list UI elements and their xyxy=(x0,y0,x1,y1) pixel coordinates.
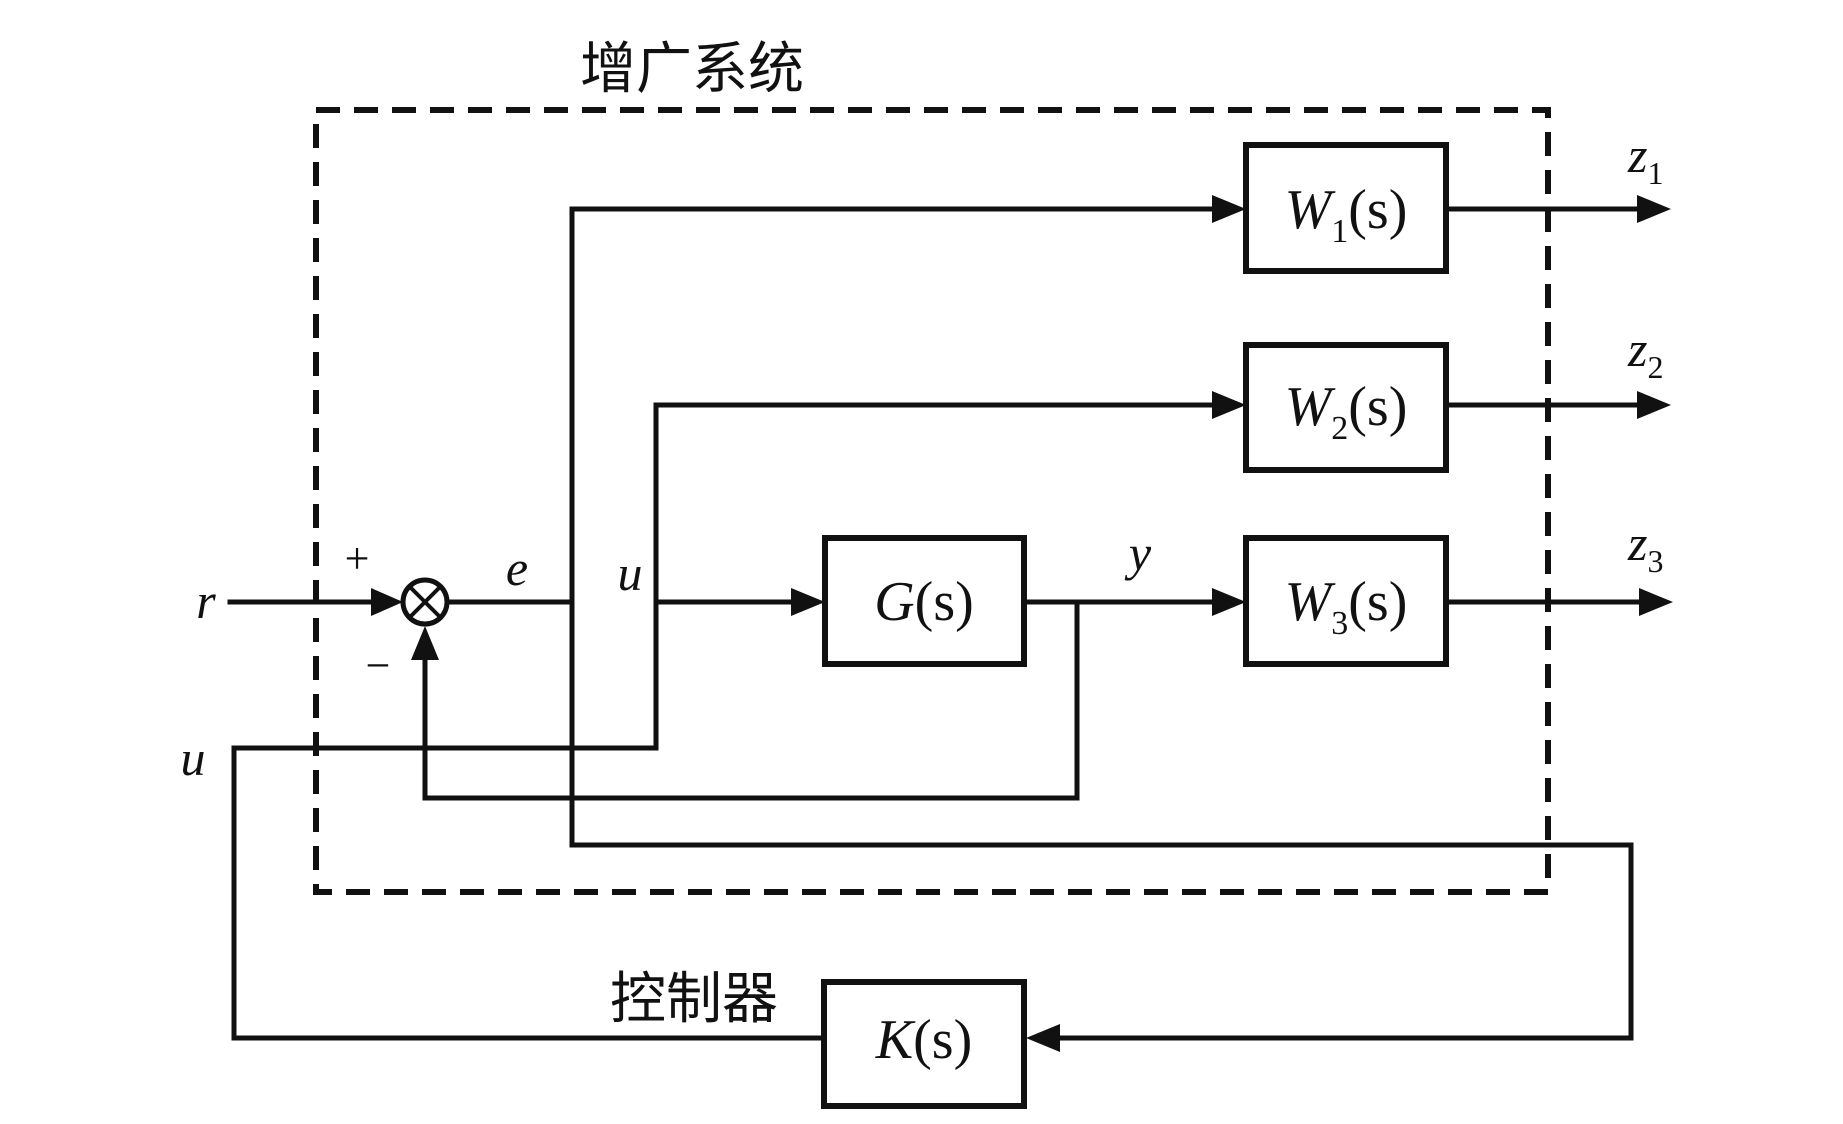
signal-z1-label: z1 xyxy=(1627,127,1663,191)
r-arrowhead xyxy=(371,588,403,616)
k-input-arrowhead xyxy=(1026,1024,1060,1052)
w1-block: W1(s) xyxy=(1243,142,1449,274)
w1-input-arrowhead xyxy=(1212,195,1246,223)
signal-r-label: r xyxy=(196,573,216,629)
z2-arrowhead xyxy=(1637,391,1671,419)
g-block-label: G(s) xyxy=(874,571,974,633)
w3-block-rect xyxy=(1243,535,1449,667)
g-block: G(s) xyxy=(822,535,1027,667)
z3-arrowhead xyxy=(1639,588,1673,616)
signal-u-outer-label: u xyxy=(181,730,206,786)
w2-block-rect xyxy=(1243,342,1449,473)
minus-sign: − xyxy=(366,641,391,690)
w1-block-label: W1(s) xyxy=(1285,179,1408,250)
g-block-rect xyxy=(822,535,1027,667)
w3-block: W3(s) xyxy=(1243,535,1449,667)
k-block: K(s) xyxy=(821,979,1027,1109)
w2-block-label: W2(s) xyxy=(1285,376,1408,447)
signal-y-label: y xyxy=(1124,525,1152,581)
w3-input-arrowhead xyxy=(1212,588,1246,616)
augmented-system-title: 增广系统 xyxy=(580,37,804,102)
signal-z2-label: z2 xyxy=(1627,321,1663,385)
signal-e-label: e xyxy=(506,540,528,596)
g-input-arrowhead xyxy=(791,588,825,616)
signal-z3-label: z3 xyxy=(1627,515,1663,579)
summing-junction xyxy=(400,577,450,627)
k-block-rect xyxy=(821,979,1027,1109)
w3-block-label: W3(s) xyxy=(1285,571,1408,642)
z1-arrowhead xyxy=(1637,195,1671,223)
w1-block-rect xyxy=(1243,142,1449,274)
augmented-system-boundary xyxy=(313,107,1551,895)
w2-block: W2(s) xyxy=(1243,342,1449,473)
k-block-label: K(s) xyxy=(875,1009,972,1071)
w2-input-arrowhead xyxy=(1212,391,1246,419)
signal-u-inner-label: u xyxy=(618,545,643,601)
summing-junction-cross-b xyxy=(408,585,442,619)
controller-title: 控制器 xyxy=(610,967,778,1032)
plus-sign: + xyxy=(345,534,370,583)
feedback-arrowhead xyxy=(411,626,439,660)
